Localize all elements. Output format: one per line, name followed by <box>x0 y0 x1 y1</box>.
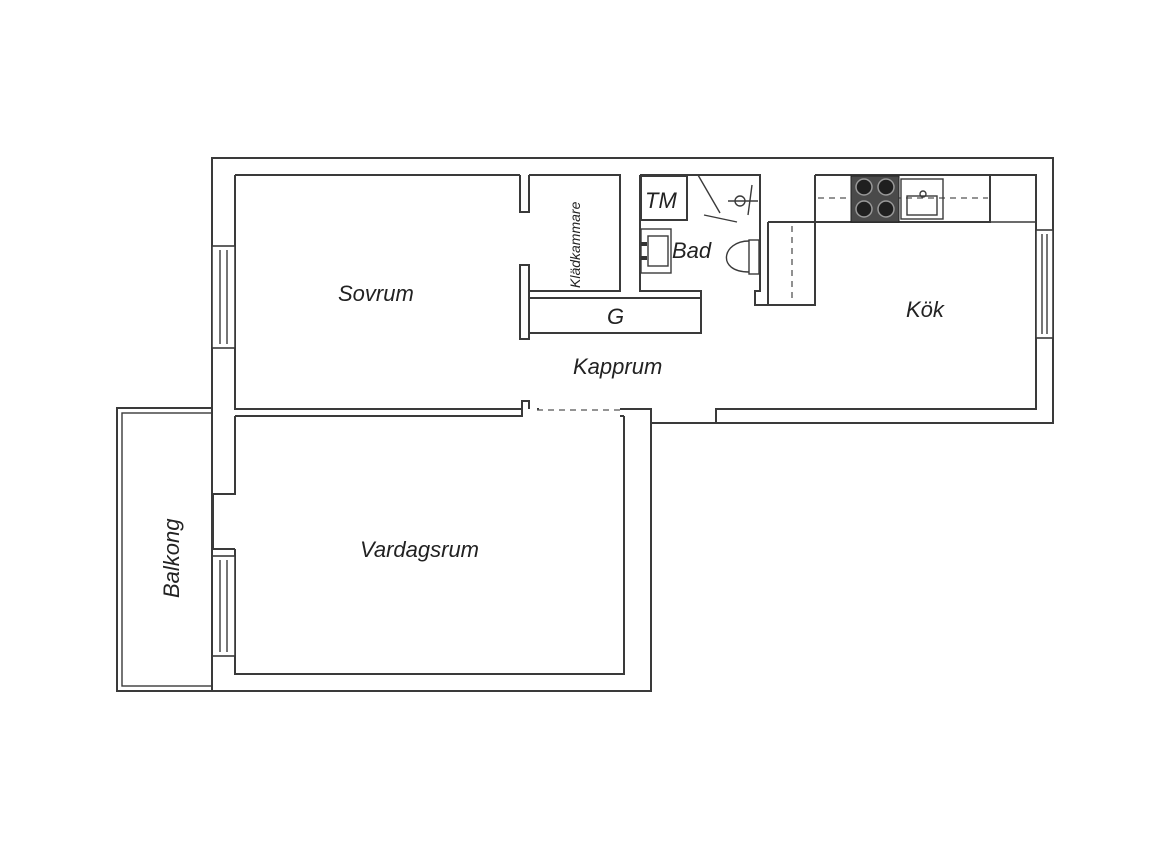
tm-box <box>640 175 688 221</box>
kladkammare-wall <box>529 174 621 292</box>
window-vardagsrum <box>211 555 236 657</box>
g-wardrobe <box>528 297 702 334</box>
label-kapprum: Kapprum <box>573 354 662 379</box>
sovrum-closet-wall <box>519 175 530 340</box>
label-kladkammare: Klädkammare <box>567 201 583 288</box>
wc-icon <box>725 239 760 275</box>
label-sovrum: Sovrum <box>338 281 414 306</box>
window-sovrum <box>211 245 236 349</box>
sink-icon <box>640 228 672 274</box>
kitchen-counter <box>768 174 1036 306</box>
outer-wall <box>211 157 1054 692</box>
divider-wall <box>235 400 652 423</box>
label-balkong: Balkong <box>159 518 184 598</box>
label-vardagsrum: Vardagsrum <box>360 537 479 562</box>
balkong-area <box>116 407 213 692</box>
label-kok: Kök <box>906 297 945 322</box>
shower-icon <box>697 174 758 223</box>
label-tm: TM <box>645 188 677 213</box>
label-g: G <box>607 304 624 329</box>
label-bad: Bad <box>672 238 712 263</box>
stove-icon <box>850 175 900 223</box>
kitchen-sink-icon <box>900 178 944 220</box>
window-kok <box>1035 229 1054 339</box>
